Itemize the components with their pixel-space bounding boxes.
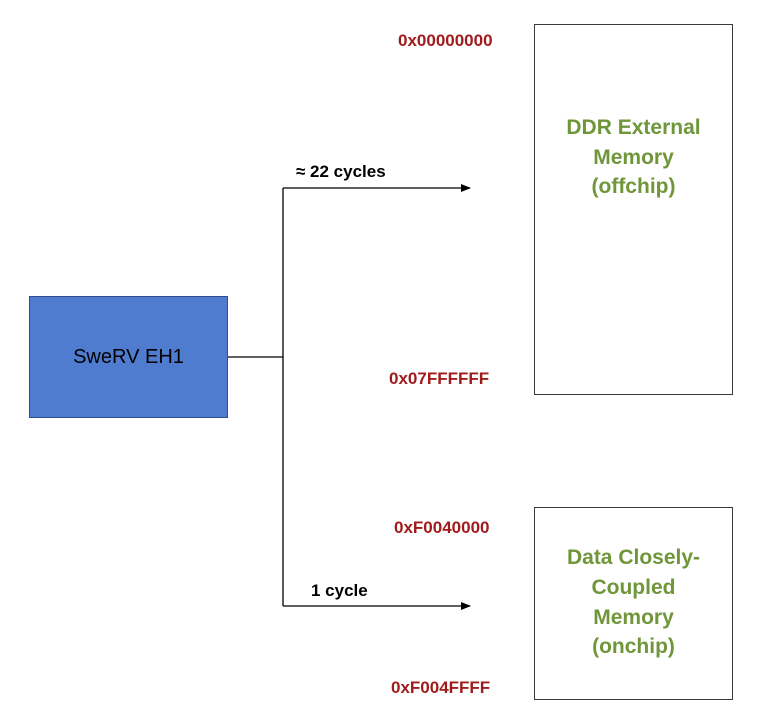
ddr-start-address: 0x00000000 — [398, 31, 493, 50]
ddr-memory-label: DDR External Memory (offchip) — [566, 115, 701, 199]
ddr-memory-block: DDR External Memory (offchip) — [534, 24, 733, 395]
cpu-label: SweRV EH1 — [73, 345, 184, 368]
dccm-start-address: 0xF0040000 — [394, 518, 490, 537]
dccm-memory-label: Data Closely- Coupled Memory (onchip) — [566, 545, 701, 659]
cpu-block: SweRV EH1 — [29, 296, 228, 418]
dccm-end-address: 0xF004FFFF — [391, 678, 491, 697]
ddr-end-address: 0x07FFFFFF — [389, 369, 490, 388]
ddr-latency-label: ≈ 22 cycles — [296, 162, 386, 181]
dccm-memory-block: Data Closely- Coupled Memory (onchip) — [534, 507, 733, 700]
dccm-latency-label: 1 cycle — [311, 581, 368, 600]
